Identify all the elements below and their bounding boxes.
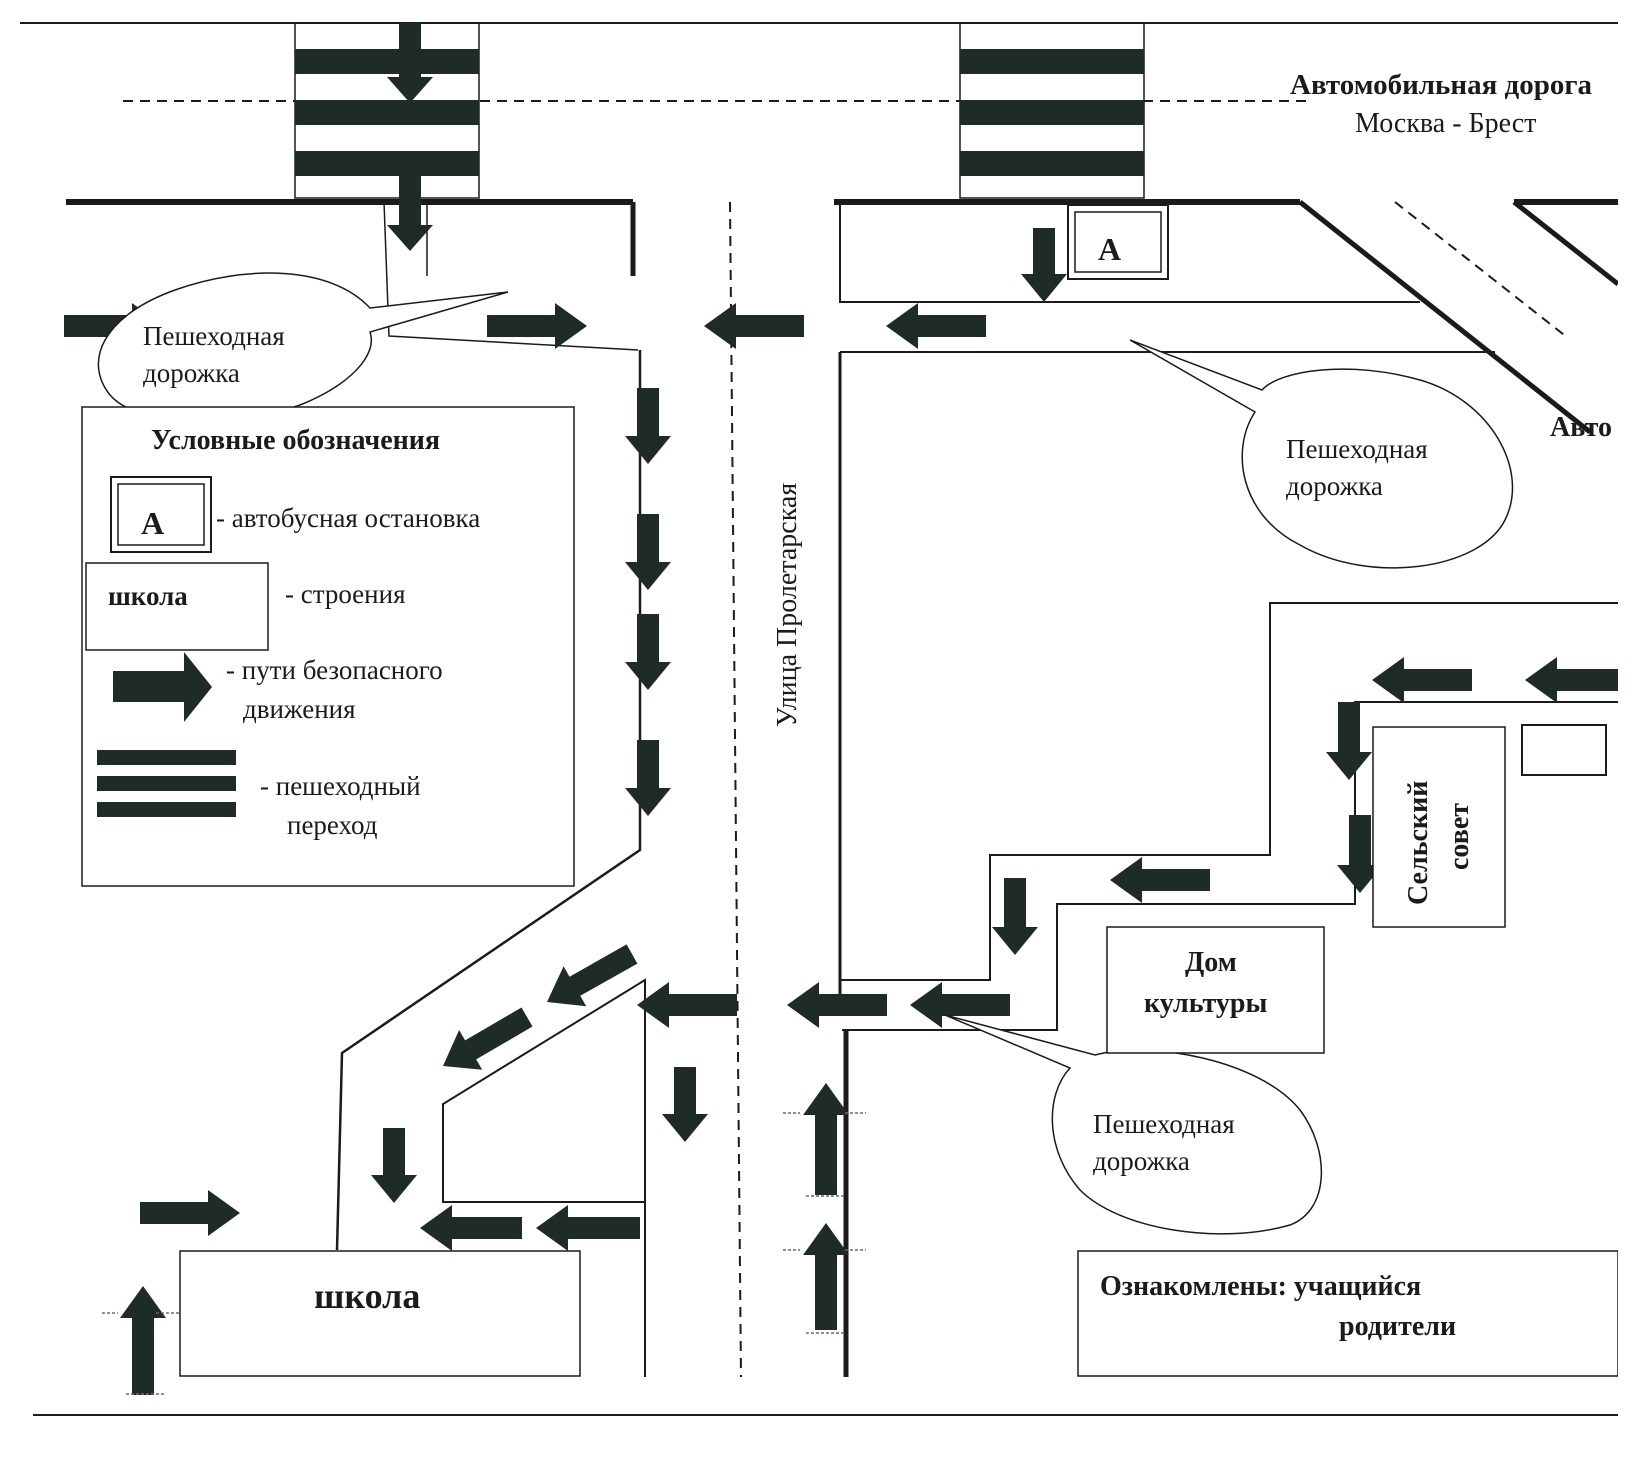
village-path-inner [842,701,1618,1031]
arrow-village-left-a [1525,657,1618,703]
legend-crossing-desc-line2: переход [287,810,378,840]
side-road-edge-b [1512,200,1618,286]
arrow-street-crossing-left [787,982,887,1028]
arrow-school-right [140,1190,240,1236]
arrow-school-left-a [536,1205,640,1251]
callout-bottom-line1: Пешеходная [1093,1109,1235,1139]
arrow-bus-stop-down [1021,228,1067,302]
arrow-sidewalk-down-2 [625,514,671,590]
small-building [1521,724,1607,776]
arrow-village-left-b [1372,657,1472,703]
arrow-path-right-b [487,303,587,349]
side-road-edge-a [1298,200,1592,434]
highway-name-line1: Автомобильная дорога [1290,69,1592,101]
arrow-yard-down [662,1067,708,1142]
pedestrian-crossing-left [294,22,480,199]
street-west-edge [335,350,642,1251]
arrow-crossing-up-b [803,1223,849,1330]
arrow-crossing-up-left [120,1286,166,1395]
legend-building-sample: школа [108,581,188,611]
bus-stop-icon [1067,204,1169,280]
legend-bus-stop-symbol: А [141,505,164,541]
culture-house-building [1106,926,1325,1054]
legend-crossing-icon [97,750,236,817]
callout-top-right-line1: Пешеходная [1286,434,1428,464]
school-yard [442,978,646,1203]
legend-bus-stop-icon [110,476,212,553]
signature-box [1077,1250,1618,1377]
legend-title: Условные обозначения [151,425,440,456]
callout-bubble-top-left [97,272,509,422]
legend-route-arrow-icon [113,652,212,722]
arrow-village-down-a [1326,702,1372,780]
legend-bus-stop-desc: - автобусная остановка [216,503,480,533]
arrow-sidewalk-down-3 [625,614,671,690]
school-building [179,1250,581,1377]
legend-building-desc: - строения [285,579,406,609]
arrow-sidewalk-down-4 [625,740,671,816]
signature-line1: Ознакомлены: учащийся [1100,1271,1421,1302]
callout-bottom-line2: дорожка [1093,1146,1190,1176]
highway-name-line2: Москва - Брест [1355,108,1536,139]
signature-line2: родители [1339,1311,1456,1342]
arrow-sidewalk-left [637,982,737,1028]
arrow-street-left-top [704,303,804,349]
culture-house-label-line1: Дом [1185,947,1237,978]
street-center-line [729,201,742,1378]
legend-route-desc-line2: движения [243,694,356,724]
arrow-diagonal-b [443,1007,533,1070]
arrow-diagonal-a [547,944,638,1007]
school-label: школа [314,1276,420,1316]
arrow-school-down [371,1128,417,1203]
village-council-label-line1: Сельский [1403,781,1434,905]
arrow-path-left-top [886,303,986,349]
crosswalk-hatch-marks [102,1112,866,1395]
callout-top-left-line2: дорожка [143,358,240,388]
arrow-village-down-b [1337,815,1383,893]
side-road-label: Авто [1550,412,1612,443]
village-council-label-line2: совет [1444,803,1475,870]
callout-top-right-line2: дорожка [1286,471,1383,501]
village-path-outline [840,602,1618,981]
arrow-school-left-b [420,1205,522,1251]
callout-bubble-bottom [944,1014,1323,1235]
village-council-building [1372,726,1506,928]
legend-building-icon [85,562,269,651]
street-name: Улица Пролетарская [772,483,803,727]
callout-bubble-top-right [1129,339,1514,569]
legend-route-desc-line1: - пути безопасного [226,655,443,685]
side-road-dashed [1394,201,1569,339]
arrow-village-left-c [1110,857,1210,903]
pedestrian-crossing-right [959,22,1145,199]
legend-crossing-desc-line1: - пешеходный [260,771,421,801]
bus-stop-block [839,202,1420,303]
arrow-sidewalk-down-1 [625,388,671,464]
arrow-path-left-bottom [910,982,1010,1028]
callout-top-left-line1: Пешеходная [143,321,285,351]
arrow-crossing-down-lower [387,176,433,251]
culture-house-label-line2: культуры [1144,988,1267,1019]
arrow-village-down-c [992,878,1038,955]
safe-route-arrows [64,23,1618,1395]
arrow-crossing-down-upper [387,23,433,103]
arrow-crossing-up-a [803,1083,849,1195]
bus-stop-symbol: А [1098,231,1121,267]
